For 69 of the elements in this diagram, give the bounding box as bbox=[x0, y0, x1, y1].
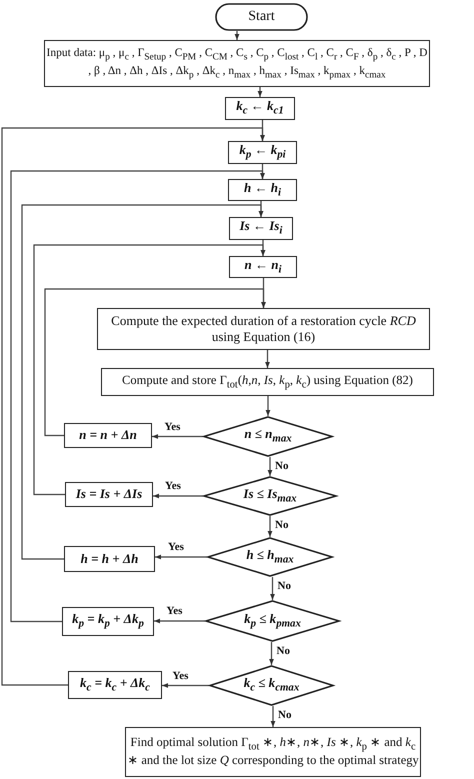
process-box bbox=[65, 482, 153, 507]
formula-text: Is ≤ Is$_{max}$ bbox=[243, 486, 297, 506]
process-box bbox=[97, 308, 430, 350]
arrow bbox=[44, 288, 266, 436]
formula-text: Is ← Is$_{i}$ bbox=[240, 218, 282, 239]
edge-label: No bbox=[276, 580, 292, 592]
edge-label: No bbox=[277, 709, 292, 722]
node-text: Start bbox=[248, 8, 275, 26]
arrow bbox=[155, 554, 207, 560]
formula-text: n ≤ n$_{max}$ bbox=[244, 426, 292, 447]
node-text: Find optimal solution Γ$_{tot}$ ∗, h∗, n∗, Is ∗, k$_{p}$ ∗ and k$_{c}$ ∗ and the lot size Q corresponding to the optimal strategy bbox=[126, 734, 420, 770]
formula-text: k$_{c}$ ← k$_{c1}$ bbox=[236, 98, 284, 119]
arrow bbox=[268, 457, 272, 476]
formula-text: n ← n$_{i}$ bbox=[244, 256, 282, 278]
formula-text: k$_{c}$ = k$_{c}$ + Δk$_{c}$ bbox=[80, 674, 150, 696]
edge-label: No bbox=[276, 645, 291, 658]
arrow bbox=[153, 494, 203, 498]
arrow bbox=[270, 706, 276, 727]
formula-text: h ≤ h$_{max}$ bbox=[246, 546, 294, 568]
decision-diamond bbox=[203, 416, 333, 457]
arrow bbox=[268, 516, 272, 537]
process-box bbox=[225, 97, 295, 120]
start-terminal bbox=[215, 3, 308, 31]
edge-label: No bbox=[274, 460, 290, 472]
node-text: Compute and store Γ$_{tot}$(h,n, Is, k$_{p}$, k$_{c}$) using Equation (82) bbox=[122, 372, 413, 392]
arrow bbox=[162, 683, 209, 688]
edge-label: Yes bbox=[164, 420, 182, 433]
node-text: Compute the expected duration of a restoration cycle RCD using Equation (16) bbox=[110, 312, 417, 346]
formula-text: Is = Is + ΔIs bbox=[76, 486, 142, 503]
process-box bbox=[228, 179, 297, 201]
formula-text: k$_{c}$ ≤ k$_{cmax}$ bbox=[244, 675, 300, 696]
arrow bbox=[33, 244, 266, 496]
edge-label: Yes bbox=[166, 605, 184, 618]
process-box bbox=[44, 40, 430, 87]
process-box bbox=[228, 141, 297, 164]
formula-text: n = n + Δn bbox=[79, 427, 137, 444]
arrow bbox=[21, 204, 264, 560]
decision-diamond bbox=[203, 476, 337, 516]
process-box bbox=[64, 546, 155, 572]
edge-label: No bbox=[274, 519, 290, 532]
arrow bbox=[154, 618, 205, 624]
decision-diamond bbox=[209, 665, 334, 706]
edge-label: Yes bbox=[167, 541, 185, 554]
arrow bbox=[266, 396, 270, 416]
arrow bbox=[258, 87, 262, 97]
formula-text: h ← h$_{i}$ bbox=[244, 180, 281, 200]
decision-diamond bbox=[207, 537, 333, 577]
process-box bbox=[229, 256, 297, 278]
process-box bbox=[229, 217, 293, 240]
arrow bbox=[270, 577, 275, 600]
formula-text: k$_{p}$ ≤ k$_{pmax}$ bbox=[244, 610, 301, 632]
process-box bbox=[62, 607, 154, 636]
arrow bbox=[10, 170, 265, 622]
arrow bbox=[234, 31, 240, 40]
formula-text: k$_{p}$ = k$_{p}$ + Δk$_{p}$ bbox=[72, 611, 144, 632]
arrow bbox=[1, 127, 265, 686]
formula-text: k$_{p}$ ← k$_{pi}$ bbox=[239, 142, 286, 163]
process-box bbox=[101, 368, 434, 396]
edge-label: Yes bbox=[164, 480, 182, 492]
process-box bbox=[68, 671, 162, 699]
process-box bbox=[125, 727, 421, 777]
decision-diamond bbox=[205, 600, 340, 642]
formula-text: h = h + Δh bbox=[80, 550, 138, 568]
process-box bbox=[64, 423, 152, 448]
arrow bbox=[269, 642, 274, 665]
arrow bbox=[152, 434, 203, 439]
node-text: Input data: μ$_{p}$ , μ$_{c}$ , Γ$_{Setup}$ , C$_{PM}$ , C$_{CM}$ , C$_{s}$ , C$_{p}$ , C$_{lost}$ , C$_{l}$ , C$_{r}$ , C$_{F}$ , δ$_{p}$ , δ$_{c}$ , P , D , β , Δn , Δh , ΔIs , Δk$_{p}$ , Δk$_{c}$ , n$_{max}$ , h$_{max}$ , Is$_{max}$ , k$_{pmax}$ , k$_{cmax}$ bbox=[46, 46, 428, 81]
edge-label: Yes bbox=[172, 670, 190, 682]
arrow bbox=[265, 350, 270, 368]
